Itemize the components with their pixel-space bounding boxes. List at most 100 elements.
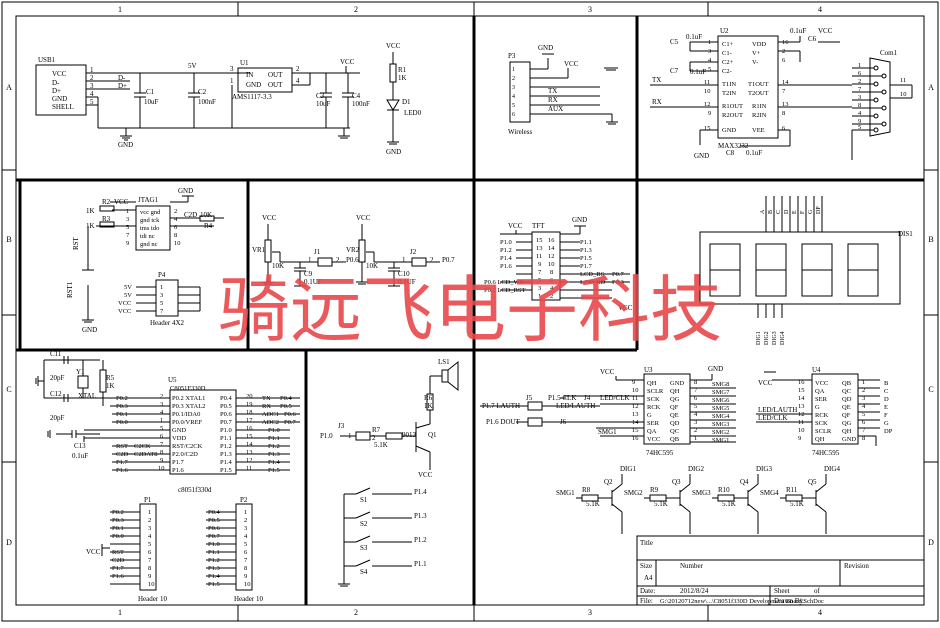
u3-lnum-7: 15 <box>632 427 639 434</box>
u3-lnum-1: 9 <box>632 379 635 386</box>
j4-ref: J4 <box>584 394 591 402</box>
q1-part: 9013 <box>402 431 417 439</box>
max-gnd: GND <box>694 152 709 160</box>
tft-lnum-1: 15 <box>536 237 543 244</box>
u2-rpin-8: VEE <box>752 127 765 134</box>
r3-value: 1K <box>86 222 95 230</box>
p2-num-7: 7 <box>244 557 248 564</box>
u5-rpin-10: P1.5 <box>220 467 232 474</box>
u5-lpin-6: VDD <box>172 435 186 442</box>
c8-value: 0.1uF <box>746 149 762 157</box>
u4-rnum-2: 2 <box>862 387 865 394</box>
reg-vcc: VCC <box>340 58 355 66</box>
tb-date-val: 2012/8/24 <box>680 587 709 595</box>
u5-rnum-6: 15 <box>246 433 253 440</box>
r1-value: 1K <box>398 74 407 82</box>
shift-smg1: SMG1 <box>598 428 617 436</box>
driver-collector-1 <box>611 483 623 493</box>
usb-pin-2: D- <box>52 79 60 87</box>
p3-num-2: 2 <box>512 76 515 82</box>
u3-rnum-8: 1 <box>694 435 697 442</box>
j2-pin2: 2 <box>430 256 434 264</box>
u3-lnum-8: 16 <box>632 435 639 442</box>
j2-ref: J2 <box>410 248 417 256</box>
p3-connector <box>509 61 531 123</box>
u5-lnum-6: 6 <box>160 433 164 440</box>
u4-seg-6: G <box>884 420 889 427</box>
u3-rpin-5: QE <box>670 412 679 419</box>
u4-lpin-1: VCC <box>815 380 828 387</box>
p4-left-4: VCC <box>118 308 131 315</box>
jtag-c2d: C2D <box>184 211 197 219</box>
c11-ref: C11 <box>50 350 62 358</box>
dis1-ref: DIS1 <box>898 230 913 238</box>
db9-num-1: 1 <box>858 62 861 69</box>
tft-left-2: P1.2 <box>500 247 512 254</box>
u5-rnum-10: 11 <box>246 465 252 472</box>
u1-pin-in: IN <box>246 71 253 79</box>
jtag-ref: JTAG1 <box>138 196 159 204</box>
p1-vcc: VCC <box>86 548 101 556</box>
u4-lpin-3: SER <box>815 396 828 403</box>
u5-sub: c8051f330d <box>178 486 212 494</box>
zone-labels: 1 2 3 4 1 2 3 4 A B C D A B C D <box>6 5 934 617</box>
u4-lnum-7: 10 <box>798 427 805 434</box>
p3-ref: P3 <box>508 52 516 60</box>
shift-net-p16: P1.6 DOUT <box>486 418 521 426</box>
led-vcc: VCC <box>386 42 401 50</box>
usb-num-1: 1 <box>90 66 94 74</box>
inner-border <box>15 15 925 606</box>
shift-net-led-clk: LED/CLK <box>600 394 630 402</box>
seg-top-f: F <box>800 210 806 214</box>
u3-rnum-2: 7 <box>694 387 698 394</box>
c1-ref: C1 <box>146 88 155 96</box>
usb-net-dplus: D+ <box>118 82 127 90</box>
j1-ref: J1 <box>314 248 321 256</box>
u5-lnum-7: 7 <box>160 441 164 448</box>
driver-r-ref-1: R8 <box>582 486 591 494</box>
u4-lnum-4: 13 <box>798 403 805 410</box>
u3-part: 74HC595 <box>646 449 674 457</box>
driver-collector-2 <box>679 483 691 493</box>
r4-ref: R4 <box>204 222 213 230</box>
tb-number: Number <box>680 562 704 570</box>
u1-ref: U1 <box>240 59 249 67</box>
usb-gnd: GND <box>118 141 133 149</box>
s3-ref: S3 <box>360 544 368 552</box>
c2-value: 100nF <box>198 98 216 106</box>
u4-lpin-8: QH <box>815 436 825 443</box>
c3-ref: C3 <box>316 92 325 100</box>
p2-num-1: 1 <box>244 509 247 516</box>
u4-lpin-5: RCK <box>815 412 829 419</box>
j1-pin2: 2 <box>336 256 340 264</box>
u3-vcc: VCC <box>600 368 615 376</box>
u4-rpin-2: QC <box>842 388 851 395</box>
s4-ref: S4 <box>360 568 368 576</box>
p4-num-7: 7 <box>160 308 164 315</box>
regulator-block: U1 IN GND OUT OUT AMS1117-3.3 3 1 2 4 VC… <box>230 58 370 139</box>
u5-rpin-8: P1.3 <box>220 451 232 458</box>
u4-lnum-3: 14 <box>798 395 805 402</box>
p3-gnd: GND <box>538 44 553 52</box>
seg-bottom-dig1: DIG1 <box>756 331 762 345</box>
tft-rnum-5: 8 <box>550 269 553 276</box>
jtag-row-5: gnd nc <box>140 241 158 248</box>
r1-ref: R1 <box>398 66 407 74</box>
p1-num-4: 4 <box>148 533 152 540</box>
s2-ref: S2 <box>360 520 368 528</box>
u5-rnum-3: 18 <box>246 409 253 416</box>
driver-emitter-1 <box>611 503 623 513</box>
tft-lnum-4: 9 <box>538 261 541 268</box>
key-net-p14: P1.4 <box>414 488 427 496</box>
u1-part: AMS1117-3.3 <box>232 93 272 101</box>
driver-emitter-4 <box>815 503 827 513</box>
u2-rpin-1: VDD <box>752 41 766 48</box>
jtag-header <box>135 205 171 251</box>
u5-lpin-1: P0.2 XTAL1 <box>172 395 205 402</box>
p4-left-3: VCC <box>118 300 131 307</box>
p1-num-10: 10 <box>148 581 155 588</box>
y1-ref: Y1 <box>76 368 85 376</box>
p1-num-8: 8 <box>148 565 151 572</box>
